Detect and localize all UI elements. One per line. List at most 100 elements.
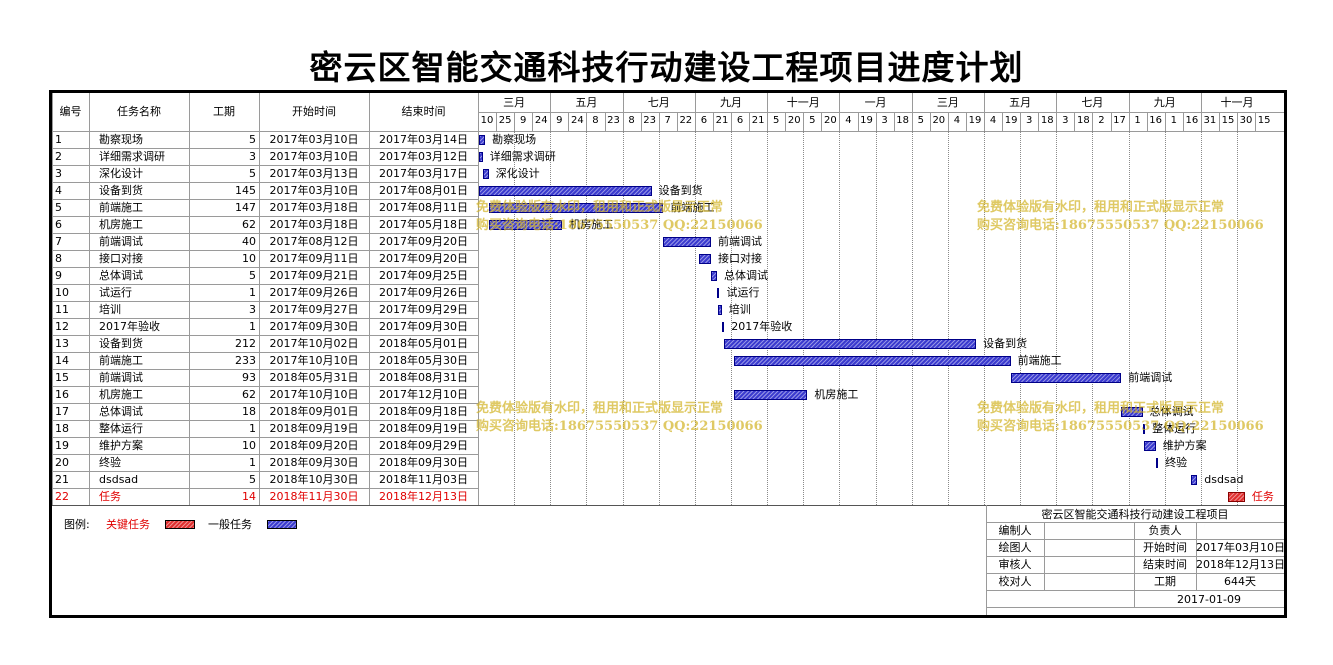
week-label: 8 bbox=[628, 115, 635, 126]
task-name: 总体调试 bbox=[99, 405, 143, 418]
month-gridline bbox=[1092, 131, 1094, 505]
task-duration: 10 bbox=[242, 439, 256, 452]
month-gridline bbox=[911, 131, 913, 505]
task-start: 2018年09月20日 bbox=[269, 439, 359, 452]
week-label: 3 bbox=[1025, 115, 1033, 126]
week-label: 31 bbox=[1203, 115, 1217, 126]
week-label: 21 bbox=[715, 115, 729, 126]
week-label: 5 bbox=[917, 115, 924, 126]
month-gridline bbox=[947, 131, 949, 505]
task-end: 2017年08月11日 bbox=[379, 201, 468, 214]
task-end: 2017年05月18日 bbox=[379, 218, 468, 231]
task-duration: 147 bbox=[235, 201, 256, 214]
info-label: 校对人 bbox=[998, 575, 1032, 588]
task-duration: 14 bbox=[242, 490, 256, 503]
task-duration: 62 bbox=[242, 388, 256, 401]
task-bar-label: 详细需求调研 bbox=[489, 150, 556, 163]
info-col-line bbox=[1196, 522, 1197, 590]
info-date-line bbox=[1134, 590, 1135, 607]
task-bar bbox=[1143, 441, 1156, 451]
task-num: 19 bbox=[55, 439, 69, 452]
month-divider bbox=[694, 93, 696, 112]
task-num: 10 bbox=[55, 286, 69, 299]
legend-critical-swatch bbox=[165, 520, 195, 529]
task-start: 2018年09月30日 bbox=[269, 456, 359, 469]
task-num: 4 bbox=[55, 184, 62, 197]
week-label: 22 bbox=[679, 115, 693, 126]
month-label: 五月 bbox=[1009, 96, 1032, 109]
task-bar-label: 试运行 bbox=[726, 286, 760, 299]
task-bar bbox=[718, 305, 722, 315]
info-row-line bbox=[986, 590, 1284, 591]
task-name: 前端施工 bbox=[99, 354, 143, 367]
week-label: 4 bbox=[953, 115, 961, 126]
task-name: 试运行 bbox=[99, 286, 132, 299]
week-divider bbox=[1218, 112, 1220, 131]
week-divider bbox=[731, 112, 732, 131]
info-row-line bbox=[986, 556, 1284, 557]
info-col-line bbox=[1044, 522, 1045, 590]
week-label: 24 bbox=[571, 115, 584, 126]
row-line bbox=[52, 454, 478, 455]
task-num: 7 bbox=[55, 235, 62, 248]
task-bar-label: 培训 bbox=[728, 303, 751, 316]
month-divider bbox=[1056, 93, 1058, 112]
week-label: 18 bbox=[1077, 115, 1090, 126]
week-divider bbox=[1074, 112, 1076, 131]
row-line bbox=[52, 199, 478, 200]
week-divider bbox=[965, 112, 967, 131]
week-divider bbox=[984, 112, 985, 131]
task-name: 前端调试 bbox=[99, 235, 143, 248]
task-duration: 5 bbox=[249, 133, 256, 146]
table-col-line bbox=[478, 93, 479, 505]
month-label: 五月 bbox=[575, 96, 598, 109]
month-label: 三月 bbox=[936, 96, 959, 109]
week-divider bbox=[947, 112, 949, 131]
month-gridline bbox=[694, 131, 696, 505]
week-divider bbox=[568, 112, 570, 131]
week-divider bbox=[1056, 112, 1058, 131]
week-label: 4 bbox=[989, 115, 997, 126]
critical-task-bar bbox=[1228, 492, 1245, 502]
legend-normal-swatch bbox=[267, 520, 297, 529]
task-name: 接口对接 bbox=[99, 252, 143, 265]
month-gridline bbox=[622, 131, 624, 505]
task-start: 2017年03月10日 bbox=[269, 133, 359, 146]
task-end: 2018年08月31日 bbox=[379, 371, 468, 384]
info-row-line bbox=[986, 573, 1284, 574]
task-end: 2017年09月30日 bbox=[379, 320, 468, 333]
month-label: 七月 bbox=[1081, 96, 1104, 109]
table-col-line bbox=[52, 93, 53, 505]
week-divider bbox=[604, 112, 606, 131]
table-col-line bbox=[259, 93, 260, 505]
task-num: 21 bbox=[55, 473, 69, 486]
task-bar bbox=[1121, 407, 1143, 417]
task-bar-label: 勘察现场 bbox=[492, 133, 537, 146]
week-divider bbox=[478, 112, 479, 131]
task-end: 2018年11月03日 bbox=[379, 473, 468, 486]
week-label: 7 bbox=[664, 115, 671, 126]
row-line bbox=[52, 182, 478, 183]
table-col-line bbox=[89, 93, 90, 505]
week-divider bbox=[893, 112, 895, 131]
task-name: 整体运行 bbox=[99, 422, 143, 435]
task-name: 总体调试 bbox=[99, 269, 143, 282]
task-bar-label: 机房施工 bbox=[814, 388, 859, 401]
task-bar-label: 前端施工 bbox=[670, 201, 715, 214]
task-name: 2017年验收 bbox=[99, 320, 160, 333]
week-divider bbox=[1020, 112, 1022, 131]
task-duration: 3 bbox=[249, 150, 256, 163]
info-col-line bbox=[1134, 522, 1135, 590]
task-num: 9 bbox=[55, 269, 62, 282]
task-start: 2017年10月10日 bbox=[269, 354, 359, 367]
task-name: 培训 bbox=[99, 303, 121, 316]
row-line bbox=[52, 284, 478, 285]
task-name: dsdsad bbox=[99, 473, 139, 486]
header-end: 结束时间 bbox=[401, 105, 446, 118]
row-line bbox=[52, 165, 478, 166]
month-gridline bbox=[514, 131, 516, 505]
task-end: 2018年12月13日 bbox=[379, 490, 468, 503]
row-line bbox=[52, 471, 478, 472]
task-bar bbox=[663, 237, 712, 247]
table-col-line bbox=[189, 93, 190, 505]
